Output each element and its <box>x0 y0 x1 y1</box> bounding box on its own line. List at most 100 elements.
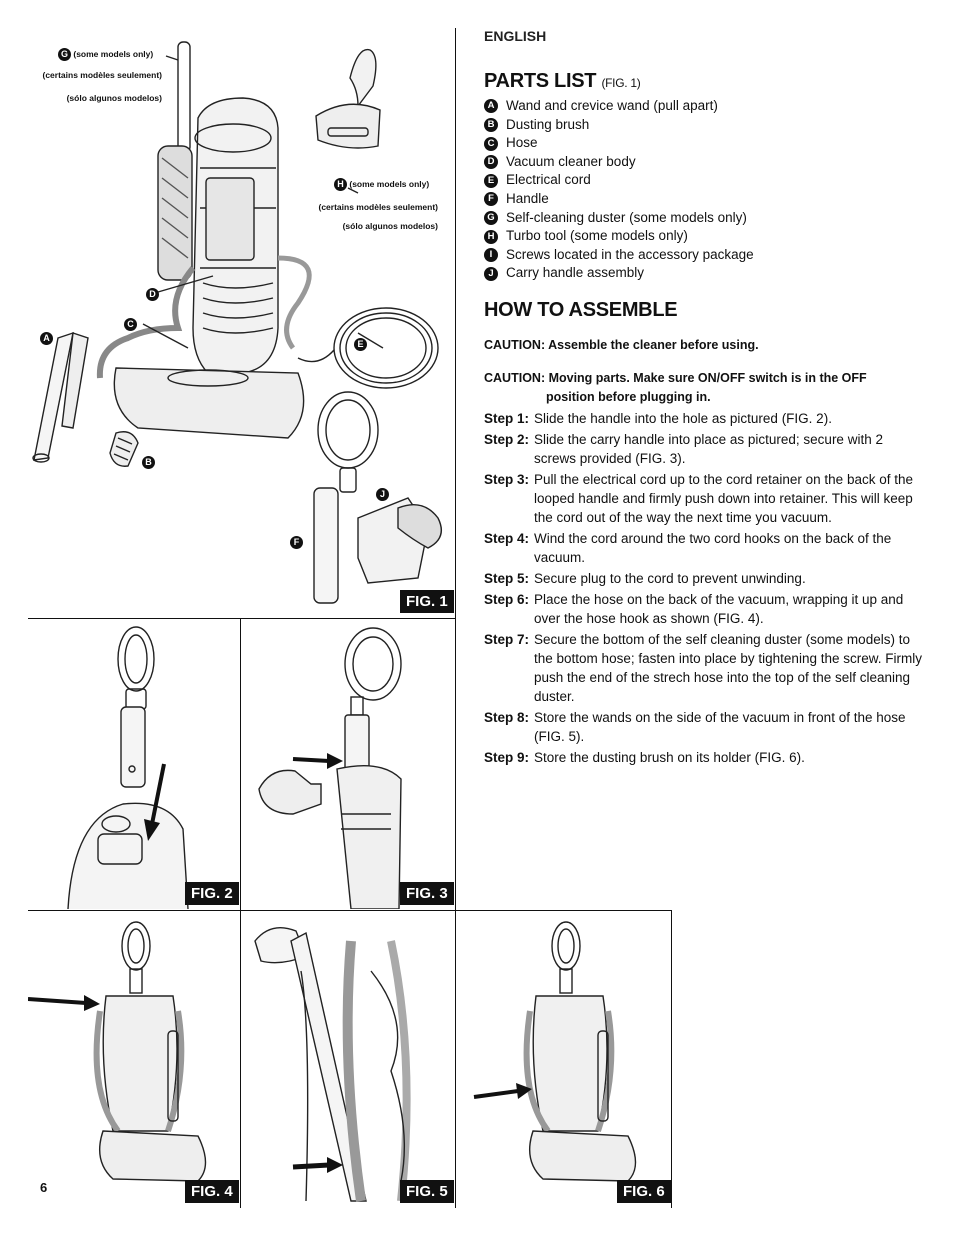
fig1-illustration <box>32 41 442 604</box>
part-text: Self-cleaning duster (some models only) <box>506 209 747 225</box>
letter-g-badge: G <box>58 48 71 61</box>
row2-bottom-rule <box>28 910 672 911</box>
step-text: Slide the carry handle into place as pic… <box>534 431 883 466</box>
fig4-illustration <box>28 921 207 1182</box>
list-item: Step 4:Wind the cord around the two cord… <box>484 529 924 567</box>
h-note-fr: (certains modèles seulement) <box>318 202 438 212</box>
part-letter-badge: D <box>484 155 498 170</box>
letter-e-badge: E <box>354 338 367 351</box>
list-item: Step 3:Pull the electrical cord up to th… <box>484 470 924 527</box>
fig1-bottom-rule <box>28 618 456 619</box>
part-text: Carry handle assembly <box>506 265 645 281</box>
step-number: Step 5: <box>484 570 530 586</box>
step-number: Step 1: <box>484 410 530 426</box>
caution-moving-parts-line1: CAUTION: Moving parts. Make sure ON/OFF … <box>484 370 867 385</box>
fig1-label: FIG. 1 <box>400 590 454 613</box>
part-letter-badge: I <box>484 248 498 263</box>
fig5-label: FIG. 5 <box>400 1180 454 1203</box>
assembly-steps: Step 1:Slide the handle into the hole as… <box>484 409 924 767</box>
list-item: H Turbo tool (some models only) <box>484 227 924 246</box>
step-number: Step 2: <box>484 431 530 447</box>
letter-a-badge: A <box>40 332 53 345</box>
step-number: Step 3: <box>484 471 530 487</box>
list-item: Step 2:Slide the carry handle into place… <box>484 430 924 468</box>
fig3-label: FIG. 3 <box>400 882 454 905</box>
list-item: F Handle <box>484 190 924 209</box>
list-item: D Vacuum cleaner body <box>484 153 924 172</box>
step-text: Secure the bottom of the self cleaning d… <box>534 631 922 704</box>
how-to-assemble-heading: HOW TO ASSEMBLE <box>484 298 678 321</box>
step-text: Wind the cord around the two cord hooks … <box>534 530 892 565</box>
letter-j-badge: J <box>376 488 389 501</box>
fig2-illustration <box>67 626 189 909</box>
part-text: Turbo tool (some models only) <box>506 228 688 244</box>
fig6-right-border <box>671 910 672 1208</box>
fig1-callout-g: G (some models only) <box>58 48 153 61</box>
caution-moving-parts-line2: position before plugging in. <box>546 389 711 404</box>
part-letter-badge: E <box>484 173 498 188</box>
list-item: G Self-cleaning duster (some models only) <box>484 209 924 228</box>
part-text: Handle <box>506 190 549 206</box>
part-text: Vacuum cleaner body <box>506 153 636 169</box>
part-letter-badge: B <box>484 118 498 133</box>
g-note-es: (sólo algunos modelos) <box>66 93 162 103</box>
parts-list-title: PARTS LIST <box>484 70 597 92</box>
fig5-illustration <box>254 927 411 1202</box>
step-number: Step 4: <box>484 530 530 546</box>
parts-list: A Wand and crevice wand (pull apart) B Dus… <box>484 97 924 283</box>
language-heading: ENGLISH <box>484 28 547 44</box>
part-letter-badge: G <box>484 211 498 225</box>
caution-assemble: CAUTION: Assemble the cleaner before usi… <box>484 337 759 352</box>
fig6-illustration <box>473 921 637 1182</box>
fig6-label: FIG. 6 <box>617 1180 671 1203</box>
step-text: Store the dusting brush on its holder (F… <box>534 749 805 765</box>
part-text: Dusting brush <box>506 116 590 132</box>
letter-f-badge: F <box>290 536 303 549</box>
g-note-fr: (certains modèles seulement) <box>42 70 162 80</box>
part-letter-badge: F <box>484 192 498 207</box>
step-number: Step 9: <box>484 749 530 765</box>
part-letter-badge: A <box>484 99 498 114</box>
list-item: Step 6:Place the hose on the back of the… <box>484 590 924 628</box>
h-note-es: (sólo algunos modelos) <box>342 221 438 231</box>
letter-c-badge: C <box>124 318 137 331</box>
list-item: Step 7:Secure the bottom of the self cle… <box>484 630 924 706</box>
caution-moving-parts: CAUTION: Moving parts. Make sure ON/OFF … <box>484 369 924 407</box>
parts-list-heading: PARTS LIST (FIG. 1) <box>484 70 924 93</box>
part-letter-badge: C <box>484 136 498 151</box>
step-text: Place the hose on the back of the vacuum… <box>534 591 904 626</box>
fig5-fig6-divider <box>455 910 456 1208</box>
fig4-label: FIG. 4 <box>185 1180 239 1203</box>
page-number: 6 <box>40 1180 48 1195</box>
g-note-en: (some models only) <box>73 48 154 59</box>
list-item: E Electrical cord <box>484 171 924 190</box>
fig2-fig3-divider <box>240 618 241 1208</box>
part-text: Screws located in the accessory package <box>506 246 754 262</box>
step-text: Secure plug to the cord to prevent unwin… <box>534 570 806 586</box>
letter-b-badge: B <box>142 456 155 469</box>
step-text: Store the wands on the side of the vacuu… <box>534 709 906 744</box>
h-note-en: (some models only) <box>349 178 430 189</box>
list-item: Step 5:Secure plug to the cord to preven… <box>484 569 924 588</box>
part-text: Electrical cord <box>506 172 591 188</box>
parts-list-fig-ref: (FIG. 1) <box>601 76 641 90</box>
column-divider <box>455 28 456 910</box>
list-item: A Wand and crevice wand (pull apart) <box>484 97 924 116</box>
fig3-illustration <box>258 627 402 909</box>
list-item: I Screws located in the accessory package <box>484 246 924 265</box>
part-letter-badge: H <box>484 229 498 244</box>
step-number: Step 6: <box>484 591 530 607</box>
list-item: Step 9:Store the dusting brush on its ho… <box>484 748 924 767</box>
fig1-callout-h: H (some models only) <box>334 178 429 191</box>
part-text: Wand and crevice wand (pull apart) <box>506 98 718 113</box>
letter-h-badge: H <box>334 178 347 191</box>
step-number: Step 7: <box>484 631 530 647</box>
step-text: Slide the handle into the hole as pictur… <box>534 410 832 426</box>
step-text: Pull the electrical cord up to the cord … <box>534 471 913 525</box>
list-item: Step 8:Store the wands on the side of th… <box>484 708 924 746</box>
list-item: B Dusting brush <box>484 116 924 135</box>
fig2-label: FIG. 2 <box>185 882 239 905</box>
instructions-column: ENGLISH PARTS LIST (FIG. 1) A Wand and cr… <box>484 28 924 769</box>
